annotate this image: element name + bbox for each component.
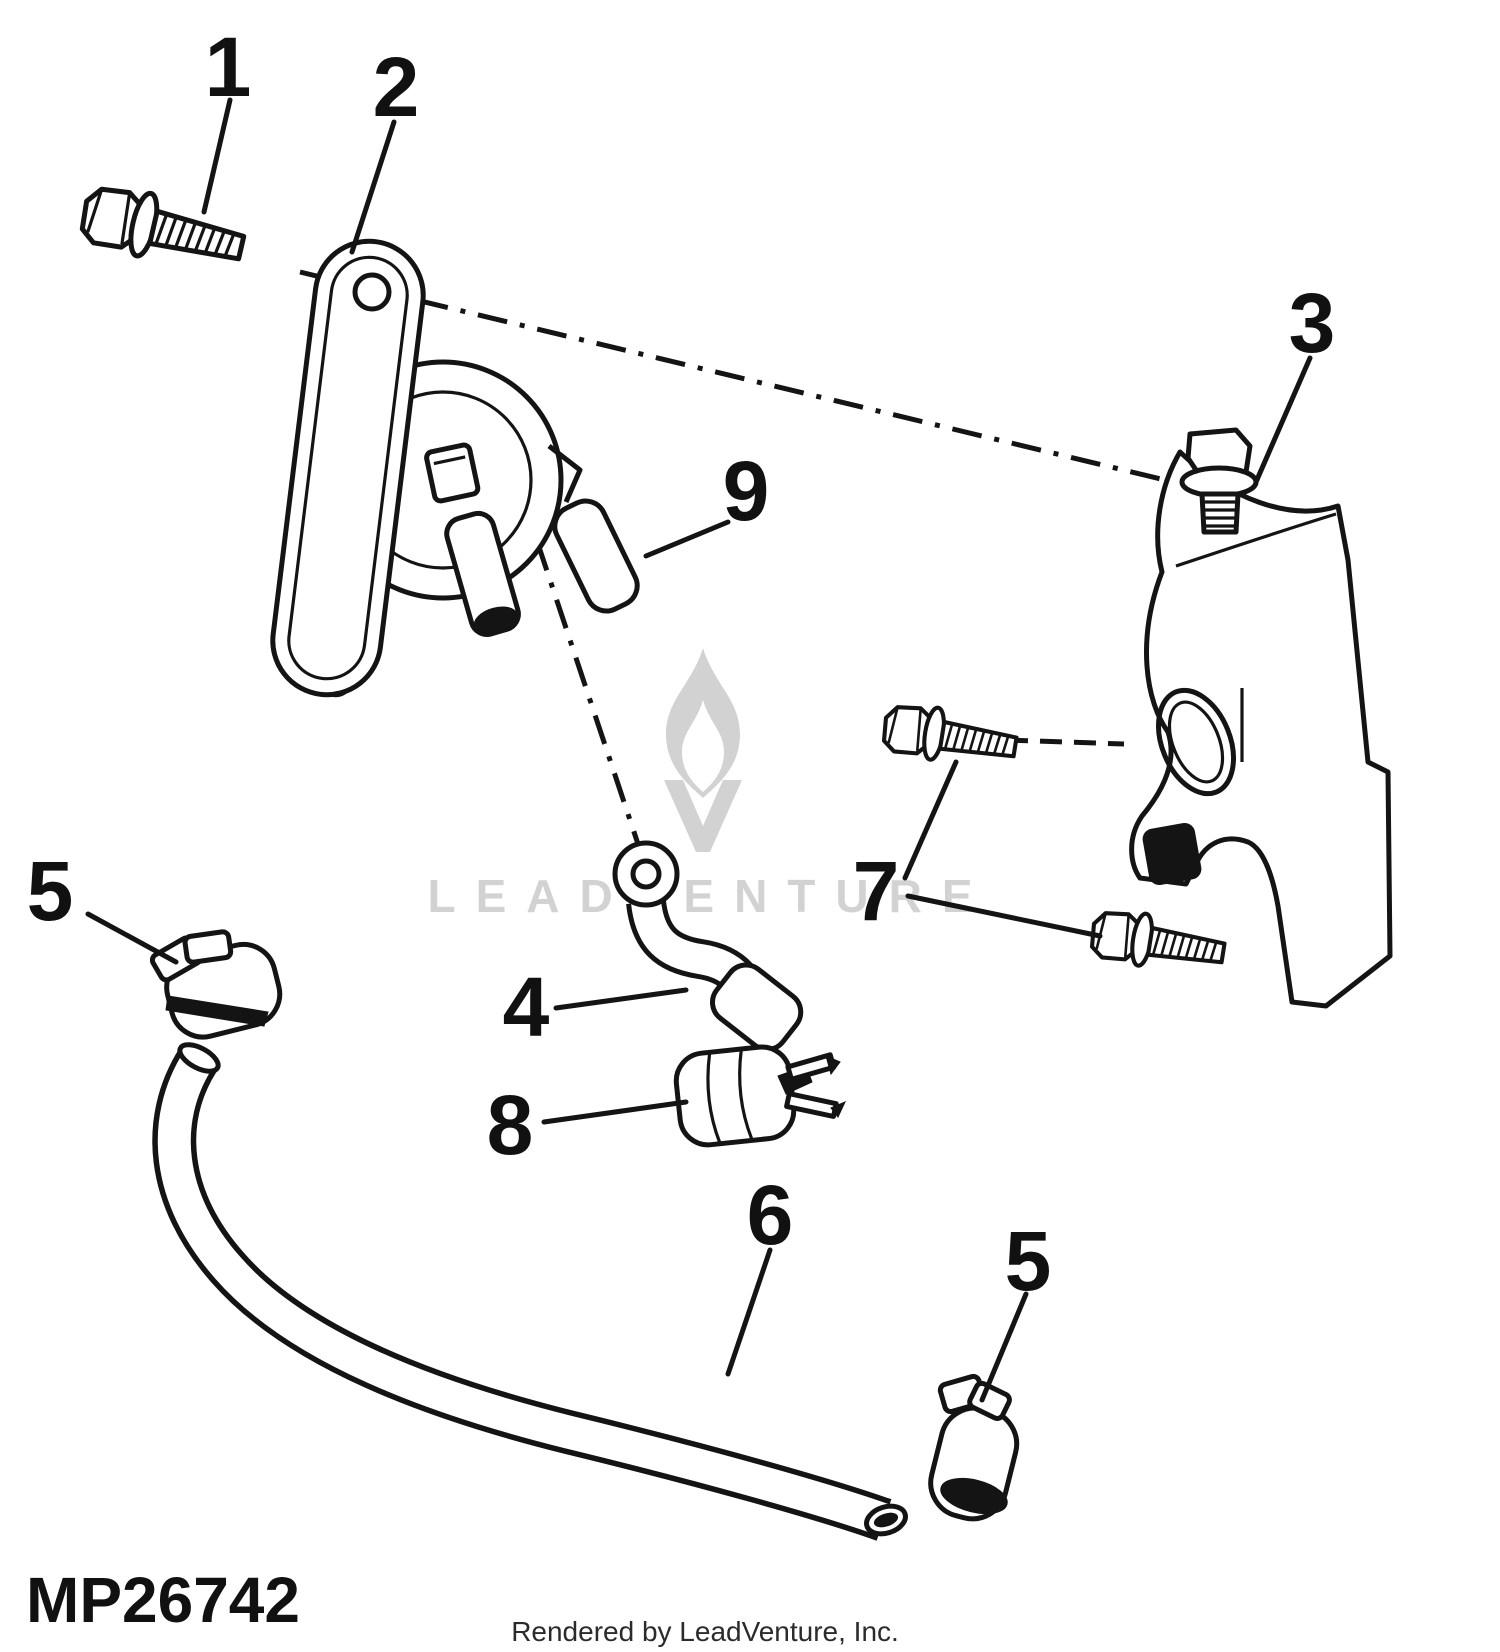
flame-icon-inner [682, 700, 724, 792]
elbow-eyelet [612, 840, 680, 908]
callout-5-left: 5 [27, 844, 74, 938]
part-1-flange-bolt [77, 180, 248, 279]
callout-5-right: 5 [1005, 1214, 1052, 1308]
rendered-by-credit: Rendered by LeadVenture, Inc. [511, 1616, 899, 1647]
leadventure-watermark: LEADVENTURE [427, 648, 992, 922]
leader-line-1 [201, 97, 233, 215]
part-5-clamp-right [928, 1373, 1020, 1522]
bracket-slot-hole [1156, 687, 1236, 797]
leader-line-8 [541, 1099, 689, 1125]
part-9-fitting [547, 444, 640, 614]
pump-mounting-plate [270, 238, 426, 698]
leader-line-7-lower [905, 893, 1103, 939]
callout-1: 1 [205, 20, 252, 114]
callout-3: 3 [1289, 276, 1336, 370]
leader-line-5-left [85, 911, 179, 965]
part-6-hose [152, 1042, 908, 1541]
callout-2: 2 [373, 40, 420, 134]
leader-line-5-right [979, 1291, 1029, 1403]
pump-top-fitting [424, 442, 481, 504]
part-2-fuel-pump [270, 238, 564, 698]
part-7-bolt-lower [1089, 906, 1228, 978]
callout-6: 6 [747, 1168, 794, 1262]
pump-outlet-right [444, 510, 521, 637]
leader-line-2 [349, 119, 397, 255]
diagram-part-number: MP26742 [26, 1564, 300, 1636]
leader-line-9 [643, 519, 731, 559]
part-7-bolt-upper [881, 700, 1020, 772]
hose-open-end [177, 1042, 221, 1074]
leader-line-6 [725, 1247, 773, 1377]
part-8-hose-clamp [673, 1044, 847, 1148]
part-3-bracket [1129, 427, 1393, 1009]
plate-bolt-hole [352, 272, 392, 312]
callout-9: 9 [723, 444, 770, 538]
alignment-dash-bolt7-to-bracket [1005, 737, 1125, 747]
watermark-text: LEADVENTURE [427, 870, 992, 922]
part-5-clamp-left [149, 929, 283, 1040]
elbow-cuff [710, 962, 804, 1052]
v-logo-icon [664, 780, 742, 852]
callout-8: 8 [487, 1078, 534, 1172]
part-4-elbow-hose [612, 840, 804, 1052]
leader-line-7-upper [902, 759, 959, 881]
leader-line-3 [1253, 355, 1313, 485]
callout-7: 7 [853, 844, 900, 938]
callout-4: 4 [503, 960, 550, 1054]
bracket-foot-fitting [1142, 822, 1202, 886]
leader-line-4 [553, 987, 689, 1011]
